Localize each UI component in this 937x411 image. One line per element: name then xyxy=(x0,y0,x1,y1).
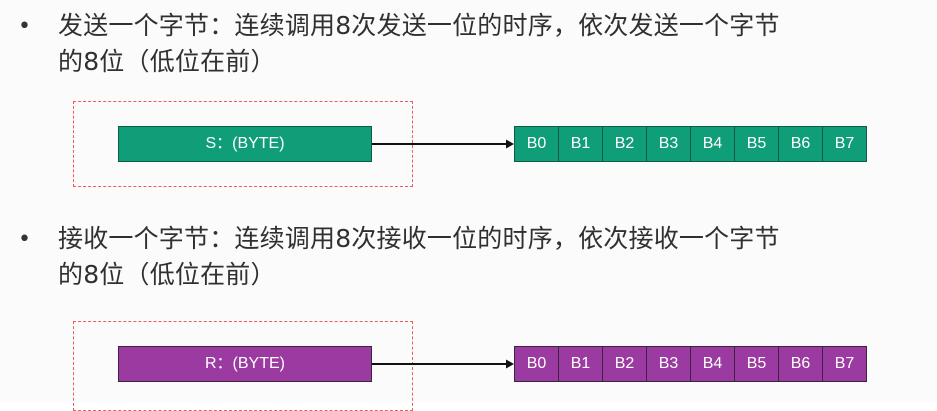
receive-bit-b0: B0 xyxy=(514,346,559,382)
send-arrow-icon xyxy=(372,139,514,149)
send-bit-b6: B6 xyxy=(778,126,823,162)
receive-description-line-2: 的8位（低位在前） xyxy=(58,260,276,289)
send-bit-b0: B0 xyxy=(514,126,559,162)
send-bit-b2: B2 xyxy=(602,126,647,162)
bullet-marker: • xyxy=(18,14,31,39)
send-bits-row: B0 B1 B2 B3 B4 B5 B6 B7 xyxy=(514,126,867,162)
send-bit-b3: B3 xyxy=(646,126,691,162)
receive-bit-b4: B4 xyxy=(690,346,735,382)
receive-bits-row: B0 B1 B2 B3 B4 B5 B6 B7 xyxy=(514,346,867,382)
receive-bit-b1: B1 xyxy=(558,346,603,382)
receive-bit-b5: B5 xyxy=(734,346,779,382)
bullet-marker: • xyxy=(18,227,31,252)
receive-byte-box: R：(BYTE) xyxy=(118,346,372,382)
receive-bit-b2: B2 xyxy=(602,346,647,382)
receive-bit-b3: B3 xyxy=(646,346,691,382)
send-bit-b1: B1 xyxy=(558,126,603,162)
send-description-line-1: 发送一个字节：连续调用8次发送一位的时序，依次发送一个字节 xyxy=(58,11,780,40)
send-description: 发送一个字节：连续调用8次发送一位的时序，依次发送一个字节 的8位（低位在前） xyxy=(58,8,923,80)
send-description-line-2: 的8位（低位在前） xyxy=(58,47,276,76)
send-bit-b7: B7 xyxy=(822,126,867,162)
receive-arrow-icon xyxy=(372,359,514,369)
receive-bit-b7: B7 xyxy=(822,346,867,382)
receive-description-line-1: 接收一个字节：连续调用8次接收一位的时序，依次接收一个字节 xyxy=(58,224,780,253)
receive-bit-b6: B6 xyxy=(778,346,823,382)
send-bit-b4: B4 xyxy=(690,126,735,162)
send-byte-box: S：(BYTE) xyxy=(118,126,372,162)
send-bit-b5: B5 xyxy=(734,126,779,162)
receive-description: 接收一个字节：连续调用8次接收一位的时序，依次接收一个字节 的8位（低位在前） xyxy=(58,221,923,293)
